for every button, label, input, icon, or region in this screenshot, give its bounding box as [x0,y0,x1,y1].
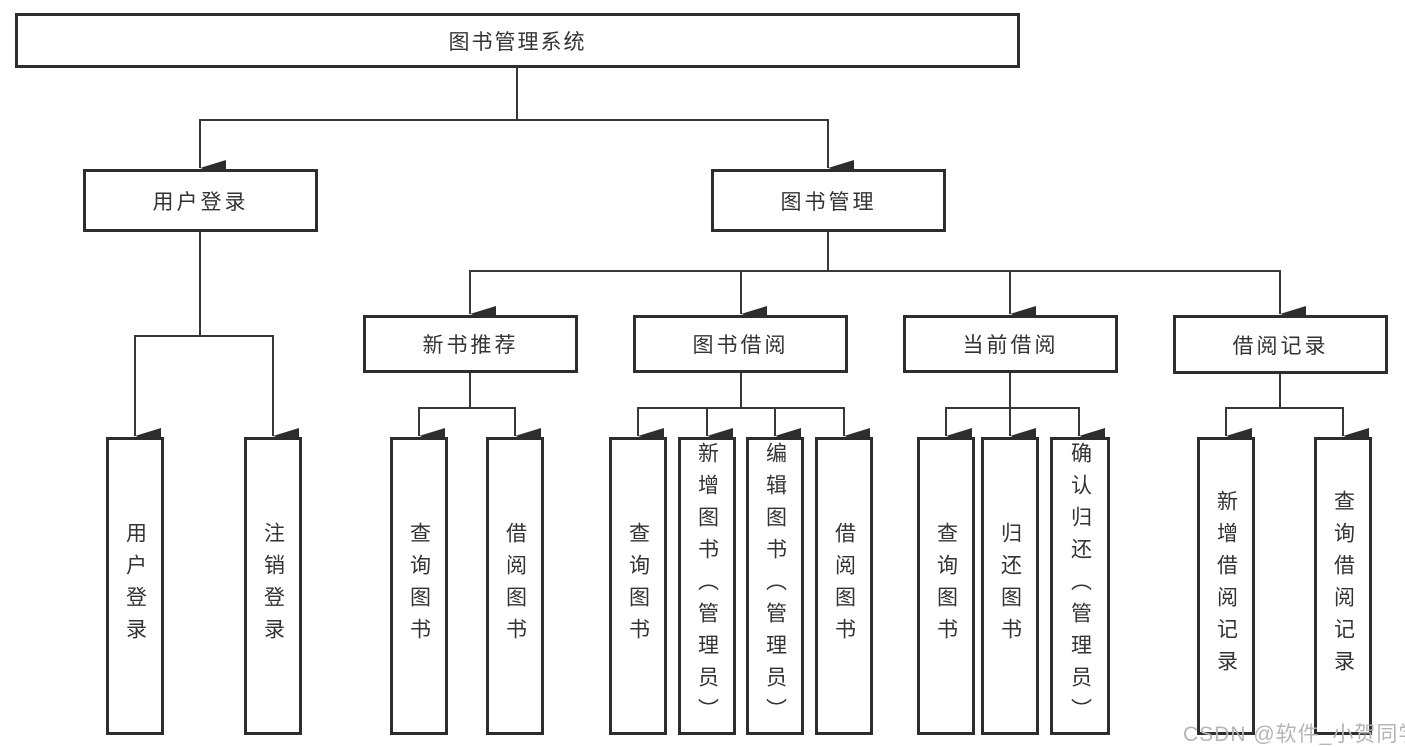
leaf-borrow-books-2: 借阅图书 [815,437,873,735]
leaf-return-books-label: 归还图书 [998,522,1022,650]
leaf-return-books: 归还图书 [981,437,1039,735]
leaf-add-borrow-record-label: 新增借阅记录 [1214,490,1238,682]
node-book-borrow-label: 图书借阅 [692,334,789,357]
leaf-add-borrow-record: 新增借阅记录 [1197,437,1255,735]
leaf-query-books-2-label: 查询图书 [626,522,650,650]
leaf-query-borrow-record: 查询借阅记录 [1314,437,1372,735]
new-book-connector [418,373,541,444]
leaf-logout: 注销登录 [244,437,302,735]
root-connector [199,68,854,176]
leaf-borrow-books-1: 借阅图书 [486,437,544,735]
node-user-login-branch-label: 用户登录 [152,190,249,214]
csdn-watermark: CSDN @软件_小贺同学 [1183,723,1405,746]
book-mgmt-connector [469,232,1306,322]
node-current-borrow-label: 当前借阅 [962,334,1059,357]
leaf-user-login-label: 用户登录 [123,522,147,650]
borrow-record-connector [1225,374,1369,444]
node-new-book-recommend: 新书推荐 [363,315,578,373]
leaf-user-login: 用户登录 [106,437,164,735]
leaf-query-books-3: 查询图书 [917,437,975,735]
node-current-borrow: 当前借阅 [903,315,1118,373]
leaf-query-books-1-label: 查询图书 [407,522,431,650]
leaf-confirm-return-admin: 确认归还（管理员） [1050,437,1110,735]
leaf-add-book-admin-label: 新增图书（管理员） [695,442,719,730]
node-book-management-label: 图书管理 [780,190,877,214]
leaf-confirm-return-admin-label: 确认归还（管理员） [1068,442,1092,730]
leaf-add-book-admin: 新增图书（管理员） [678,437,736,735]
leaf-query-books-1: 查询图书 [390,437,448,735]
leaf-borrow-books-1-label: 借阅图书 [503,522,527,650]
user-login-connector [134,232,299,444]
node-root-label: 图书管理系统 [448,30,587,54]
leaf-logout-label: 注销登录 [261,522,285,650]
node-borrow-records: 借阅记录 [1173,315,1388,374]
node-book-management: 图书管理 [711,169,946,232]
leaf-query-borrow-record-label: 查询借阅记录 [1331,490,1355,682]
node-new-book-recommend-label: 新书推荐 [422,334,519,357]
leaf-edit-book-admin-label: 编辑图书（管理员） [763,442,787,730]
node-borrow-records-label: 借阅记录 [1232,334,1329,358]
leaf-query-books-3-label: 查询图书 [934,522,958,650]
leaf-query-books-2: 查询图书 [609,437,667,735]
node-root: 图书管理系统 [15,13,1020,68]
leaf-edit-book-admin: 编辑图书（管理员） [746,437,804,735]
node-book-borrow: 图书借阅 [633,315,848,373]
book-borrow-connector [637,373,870,444]
current-borrow-connector [945,373,1105,444]
leaf-borrow-books-2-label: 借阅图书 [832,522,856,650]
node-user-login-branch: 用户登录 [83,169,318,232]
